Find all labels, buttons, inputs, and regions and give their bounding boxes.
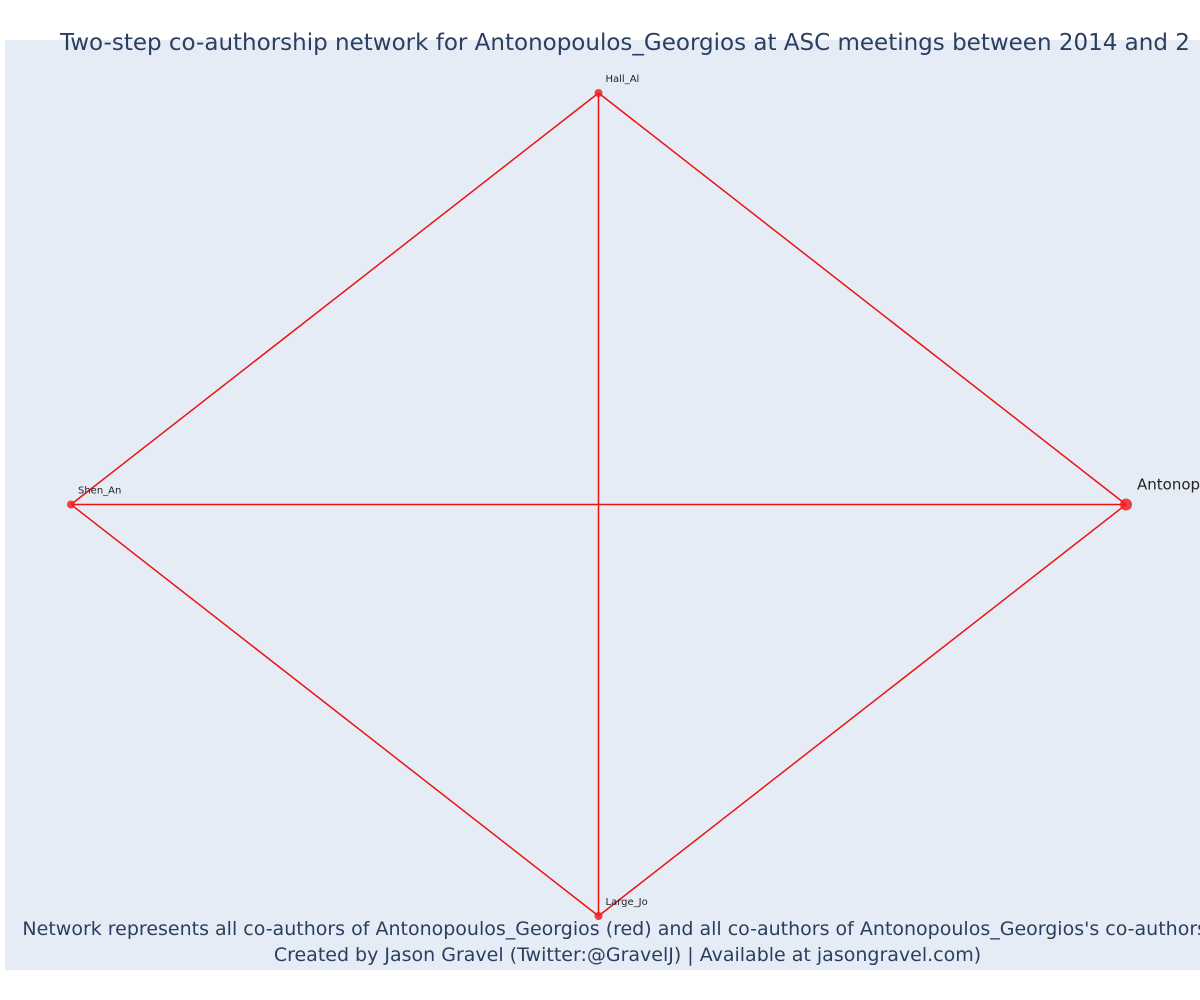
caption-credit: Created by Jason Gravel (Twitter:@Gravel… xyxy=(273,944,982,966)
node-label-Shen_An: Shen_An xyxy=(78,486,121,497)
node-label-Hall_Al: Hall_Al xyxy=(606,74,640,85)
edge-Hall_Al-Antonopoulos_Georgios xyxy=(598,92,1127,506)
node-Hall_Al[interactable] xyxy=(594,89,603,97)
edge-Antonopoulos_Georgios-Large_Jo xyxy=(598,503,1127,917)
node-Shen_An[interactable] xyxy=(67,500,75,509)
node-label-Antonopoulos_Georgios: Antonop xyxy=(1137,476,1200,494)
node-label-Large_Jo: Large_Jo xyxy=(606,897,648,908)
edge-Hall_Al-Shen_An xyxy=(70,92,599,506)
chart-title: Two-step co-authorship network for Anton… xyxy=(60,30,1190,56)
node-Antonopoulos_Georgios[interactable] xyxy=(1120,498,1132,511)
caption-description: Network represents all co-authors of Ant… xyxy=(22,918,1200,940)
edges-layer xyxy=(70,92,1127,917)
edge-Shen_An-Large_Jo xyxy=(70,503,599,917)
nodes-layer xyxy=(67,89,1132,920)
node-Large_Jo[interactable] xyxy=(594,912,603,920)
